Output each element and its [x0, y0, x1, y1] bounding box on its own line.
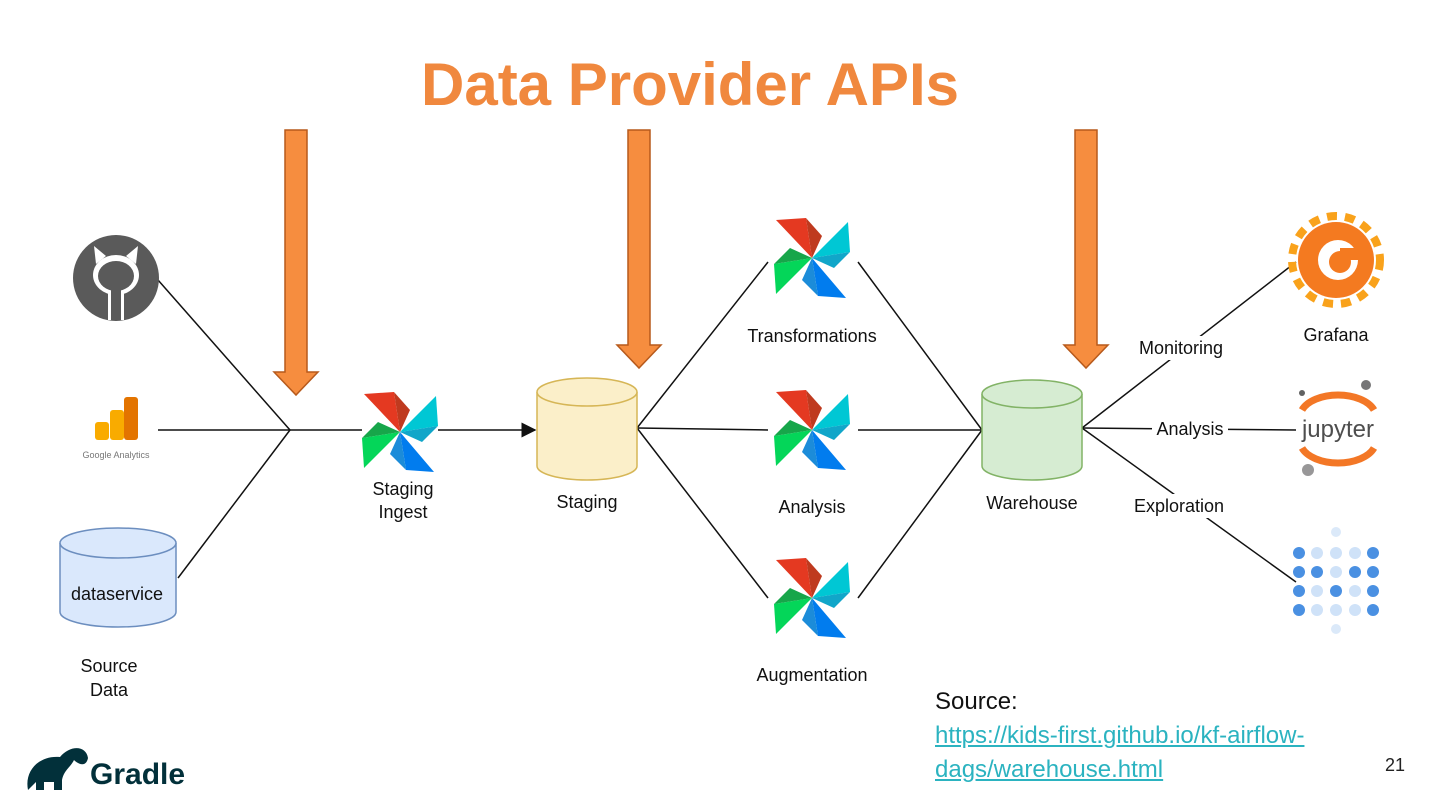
google-analytics-label: Google Analytics [82, 450, 150, 460]
exploration-edge-label: Exploration [1134, 496, 1224, 516]
slide-title: Data Provider APIs [421, 51, 959, 118]
augmentation-airflow-icon [774, 558, 850, 638]
transformations-airflow-icon [774, 218, 850, 298]
staging-label: Staging [556, 492, 617, 512]
dataservice-database: dataservice [59, 527, 177, 628]
page-number: 21 [1385, 755, 1406, 775]
augmentation-label: Augmentation [756, 665, 867, 685]
source-note: Source: https://kids-first.github.io/kf-… [935, 685, 1304, 787]
api-arrow-1 [272, 129, 320, 397]
staging-database [536, 377, 638, 481]
source-link[interactable]: https://kids-first.github.io/kf-airflow-… [935, 722, 1304, 783]
source-link-line2: dags/warehouse.html [935, 756, 1164, 783]
source-note-label: Source: [935, 688, 1018, 715]
connector-lines [157, 261, 1297, 599]
analysis-airflow-icon [774, 390, 850, 470]
grafana-label: Grafana [1303, 325, 1369, 345]
warehouse-database [981, 379, 1083, 481]
exploration-tool-icon [1293, 527, 1379, 634]
jupyter-icon: jupyter [1298, 380, 1378, 476]
staging-ingest-airflow-icon [362, 392, 438, 472]
monitoring-edge-label: Monitoring [1139, 338, 1223, 358]
source-data-caption-line1: Source [80, 656, 137, 676]
api-arrow-2 [615, 129, 663, 370]
source-data-caption-line2: Data [90, 680, 129, 700]
analysis-edge-label: Analysis [1156, 419, 1223, 439]
warehouse-label: Warehouse [986, 493, 1077, 513]
jupyter-wordmark: jupyter [1301, 416, 1374, 443]
gradle-elephant-icon [27, 748, 88, 790]
source-link-line1: https://kids-first.github.io/kf-airflow- [935, 722, 1305, 749]
grafana-icon [1288, 212, 1384, 308]
dataservice-label: dataservice [71, 584, 163, 604]
google-analytics-icon: Google Analytics [82, 397, 150, 460]
staging-ingest-label-line2: Ingest [378, 502, 427, 522]
api-arrow-3 [1062, 129, 1110, 370]
transformations-label: Transformations [747, 326, 876, 346]
analysis-process-label: Analysis [778, 497, 845, 517]
github-icon [73, 235, 159, 321]
gradle-wordmark: Gradle [90, 758, 186, 791]
staging-ingest-label-line1: Staging [372, 479, 433, 499]
